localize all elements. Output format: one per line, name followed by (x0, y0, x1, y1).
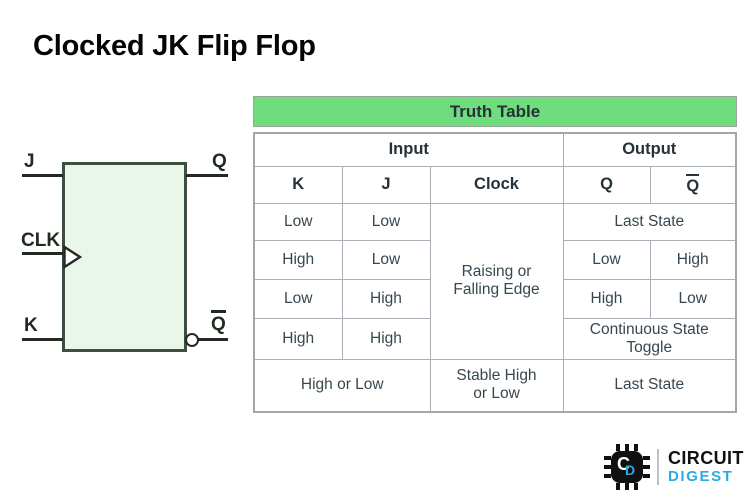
logo-text-digest: DIGEST (668, 467, 734, 485)
logo-text-circuit: CIRCUIT (668, 447, 744, 468)
chip-logo-icon: C D (604, 444, 650, 490)
cell-q-bar: High (649, 239, 737, 280)
circuitdigest-logo: C D CIRCUIT DIGEST (604, 444, 744, 490)
col-header-q: Q (562, 165, 651, 204)
col-header-clock: Clock (429, 165, 564, 204)
table-row: High or Low Stable High or Low Last Stat… (253, 358, 737, 413)
wire-q-output (186, 174, 228, 177)
cell-j: High (341, 278, 431, 319)
column-header-row: K J Clock Q Q (253, 165, 737, 204)
cell-k: Low (253, 202, 343, 241)
pin-label-j: J (24, 151, 35, 172)
cell-output: Continuous State Toggle (562, 317, 737, 360)
cell-output: Last State (562, 202, 737, 241)
clock-edge-triangle-icon (63, 245, 83, 269)
cell-output: Last State (562, 358, 737, 413)
chip-body: C D (611, 451, 643, 483)
wire-j-input (22, 174, 63, 177)
page-title: Clocked JK Flip Flop (33, 30, 316, 62)
cell-j: Low (341, 202, 431, 241)
cell-j: High (341, 317, 431, 360)
cell-j: Low (341, 239, 431, 280)
cell-clock: Stable High or Low (429, 358, 564, 413)
logo-separator (657, 449, 659, 485)
wire-q-bar-output (198, 338, 228, 341)
cell-q: Low (562, 239, 651, 280)
truth-table-title: Truth Table (253, 96, 737, 127)
chip-letter-c: C (617, 454, 630, 474)
cell-k: Low (253, 278, 343, 319)
table-row: Low High High Low (253, 278, 737, 319)
wire-clk-input (22, 252, 63, 255)
group-header-row: Input Output (253, 132, 737, 167)
col-header-k: K (253, 165, 343, 204)
wire-k-input (22, 338, 63, 341)
cell-q: High (562, 278, 651, 319)
chip-letter-d: D (625, 462, 636, 478)
truth-table-grid: Input Output K J Clock Q Q Low Low Raisi… (253, 132, 737, 413)
table-row: High Low Low High (253, 239, 737, 280)
pin-label-q: Q (212, 151, 227, 172)
col-header-j: J (341, 165, 431, 204)
table-row: Low Low Raising or Falling Edge Last Sta… (253, 202, 737, 360)
cell-k: High (253, 239, 343, 280)
pin-label-k: K (24, 315, 38, 336)
logo-wordmark: CIRCUIT DIGEST (668, 447, 744, 485)
cell-q-bar: Low (649, 278, 737, 319)
cell-k: High (253, 317, 343, 360)
pin-label-clk: CLK (21, 230, 61, 251)
pin-label-q-bar: Q (211, 310, 226, 334)
col-group-output: Output (562, 132, 737, 167)
inverter-bubble-icon (185, 333, 199, 347)
cell-k-j: High or Low (253, 358, 431, 413)
table-row: High High Continuous State Toggle (253, 317, 737, 360)
truth-table-section: Truth Table Input Output K J Clock Q Q (253, 96, 737, 413)
col-header-q-bar: Q (649, 165, 737, 204)
cell-clock-edge: Raising or Falling Edge (429, 202, 564, 360)
col-group-input: Input (253, 132, 564, 167)
